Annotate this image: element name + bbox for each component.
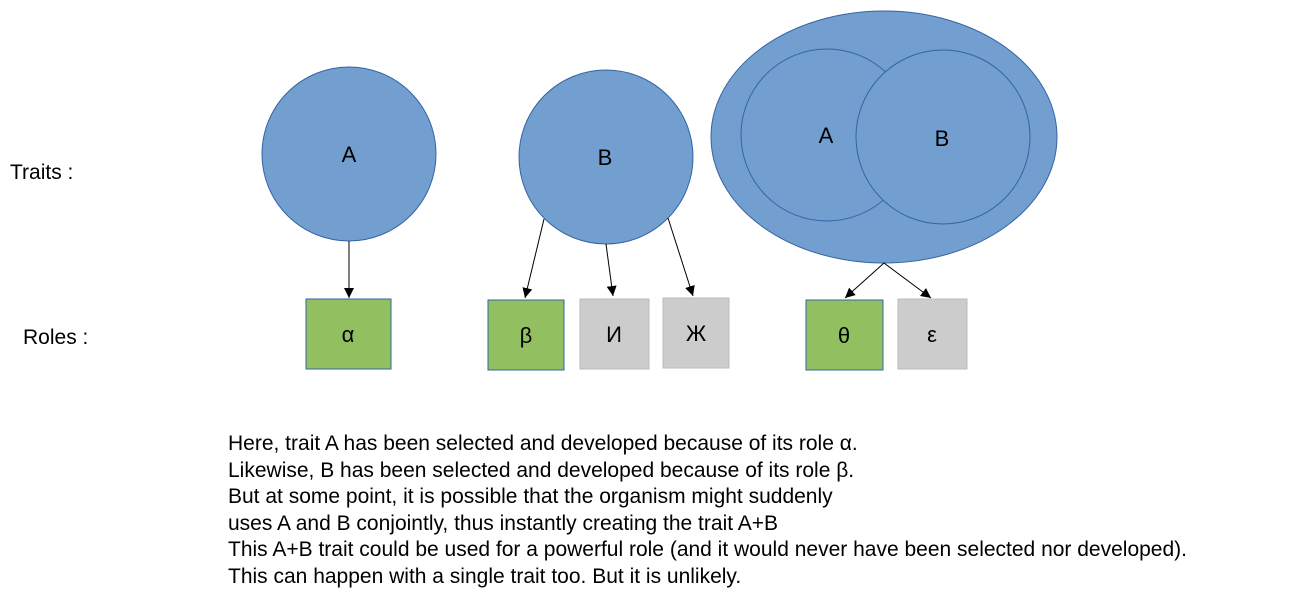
caption-line-4: uses A and B conjointly, thus instantly … <box>228 511 779 535</box>
role-beta-box: β <box>487 299 565 371</box>
arrow-b-to-zh <box>667 217 695 297</box>
combined-trait-b-label: B <box>935 126 950 151</box>
roles-row-label: Roles : <box>23 326 89 349</box>
role-zh-box: Ж <box>662 297 730 369</box>
caption-line-2: Likewise, B has been selected and develo… <box>228 458 855 482</box>
caption-line-6: This can happen with a single trait too.… <box>228 564 742 588</box>
traits-row-label: Traits : <box>10 161 74 184</box>
trait-b-label: B <box>598 145 613 170</box>
caption-line-1: Here, trait A has been selected and deve… <box>228 432 858 455</box>
role-alpha-label: α <box>342 322 355 347</box>
caption-line-3: But at some point, it is possible that t… <box>228 485 833 508</box>
trait-b-node: B <box>518 69 694 245</box>
arrow-ab-to-theta <box>844 262 885 299</box>
trait-a-plus-b-node: A B <box>710 10 1058 264</box>
arrow-ab-to-epsilon <box>883 262 932 299</box>
role-alpha-box: α <box>305 298 392 370</box>
role-epsilon-box: ε <box>897 298 968 370</box>
combined-trait-circle-b <box>855 49 1031 225</box>
role-zh-label: Ж <box>686 321 707 346</box>
arrow-b-to-i <box>605 243 617 297</box>
role-theta-label: θ <box>838 323 850 348</box>
combined-trait-a-label: A <box>819 123 834 148</box>
role-epsilon-label: ε <box>927 322 937 347</box>
trait-a-label: A <box>342 142 357 167</box>
trait-a-node: A <box>261 66 437 242</box>
role-theta-box: θ <box>805 299 884 371</box>
role-i-box: И <box>579 298 650 370</box>
caption-line-5: This A+B trait could be used for a power… <box>228 538 1187 561</box>
arrow-b-to-beta <box>522 218 545 299</box>
role-i-label: И <box>606 322 622 347</box>
role-beta-label: β <box>520 323 533 348</box>
caption-text: Here, trait A has been selected and deve… <box>228 431 1187 590</box>
